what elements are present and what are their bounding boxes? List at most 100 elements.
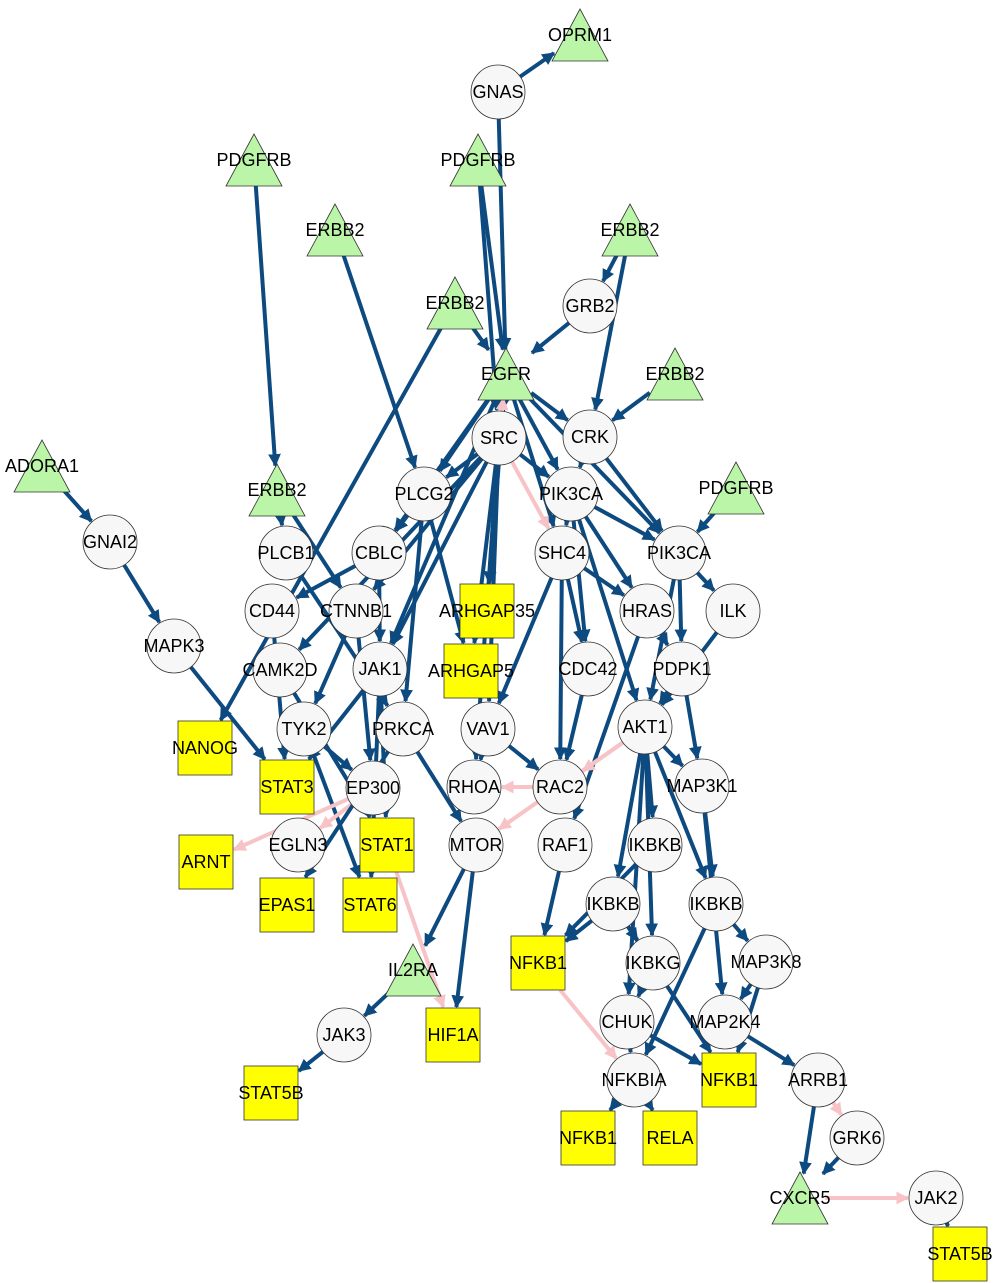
triangle-shape — [477, 347, 535, 401]
node-label: CDC42 — [558, 659, 617, 679]
edge-ep300-to-egln3 — [319, 802, 353, 830]
edge-grk6-to-cxcr5 — [821, 1156, 840, 1176]
node-map3k1: MAP3K1 — [666, 758, 738, 814]
node-label: NFKB1 — [559, 1128, 617, 1148]
edge-akt1-to-rac2 — [581, 740, 625, 773]
node-adora1: ADORA1 — [5, 439, 79, 493]
triangle-shape — [449, 133, 507, 187]
node-label: CTNNB1 — [320, 601, 392, 621]
node-label: CBLC — [355, 543, 403, 563]
node-label: STAT5B — [927, 1244, 992, 1264]
node-ikbkb_c: IKBKB — [688, 876, 744, 932]
node-label: AKT1 — [622, 717, 667, 737]
edge-ikbkg-to-chuk — [636, 983, 649, 998]
node-label: OPRM1 — [548, 25, 612, 45]
node-il2ra: IL2RA — [384, 943, 442, 997]
node-nfkb1_c: NFKB1 — [559, 1110, 617, 1166]
edge-vav1-to-rhoa — [477, 747, 490, 762]
edge-vav1-to-rac2 — [507, 744, 540, 771]
node-ikbkb_a: IKBKB — [627, 817, 683, 873]
circle-shape — [276, 701, 332, 757]
triangle-shape — [646, 347, 704, 401]
edge-cblc-to-cd44 — [295, 564, 357, 600]
circle-shape — [252, 642, 308, 698]
node-label: CRK — [571, 427, 609, 447]
edge-shc4-to-vav1 — [497, 577, 554, 705]
edge-erbb2_d-to-crk — [611, 391, 651, 422]
node-label: SHC4 — [538, 543, 586, 563]
node-label: SRC — [480, 428, 518, 448]
node-ep300: EP300 — [345, 760, 401, 816]
node-label: TYK2 — [281, 719, 326, 739]
node-label: IKBKB — [586, 894, 639, 914]
edge-nfkb1_a-to-nfkbia — [558, 988, 618, 1060]
square-shape — [443, 643, 499, 699]
edge-pdgfrb_left-to-erbb2_e — [253, 183, 281, 467]
node-label: NFKB1 — [509, 953, 567, 973]
square-shape — [259, 877, 315, 933]
node-label: NFKB1 — [700, 1070, 758, 1090]
node-pik3ca_b: PIK3CA — [647, 525, 711, 581]
edge-grb2-to-egfr — [530, 321, 571, 355]
node-label: RAC2 — [536, 777, 584, 797]
node-gnas: GNAS — [470, 64, 526, 120]
node-label: MAP3K8 — [730, 952, 801, 972]
node-label: JAK2 — [914, 1188, 957, 1208]
circle-shape — [470, 64, 526, 120]
circle-shape — [829, 1110, 885, 1166]
circle-shape — [448, 817, 504, 873]
node-label: PDGFRB — [216, 150, 291, 170]
node-label: RHOA — [448, 777, 500, 797]
triangle-shape — [248, 463, 306, 517]
edge-plcg2-to-arhgap5 — [428, 519, 467, 645]
node-gnai2: GNAI2 — [82, 514, 138, 570]
circle-shape — [654, 641, 710, 697]
node-rac2: RAC2 — [532, 759, 588, 815]
edge-erbb2_b-to-egfr — [470, 325, 491, 351]
node-label: GRK6 — [832, 1128, 881, 1148]
node-stat3: STAT3 — [259, 759, 315, 815]
circle-shape — [316, 1007, 372, 1063]
circle-shape — [351, 525, 407, 581]
circle-shape — [705, 583, 761, 639]
circle-shape — [352, 641, 408, 697]
node-label: STAT5B — [238, 1083, 303, 1103]
node-label: GRB2 — [565, 296, 614, 316]
square-shape — [259, 759, 315, 815]
node-label: RAF1 — [542, 835, 588, 855]
edge-arrb1-to-cxcr5 — [799, 1106, 816, 1175]
node-label: CAMK2D — [242, 660, 317, 680]
node-label: MAP2K4 — [689, 1012, 760, 1032]
edge-erbb2_c-to-crk — [591, 253, 628, 411]
node-stat6: STAT6 — [342, 877, 398, 933]
node-label: MAPK3 — [143, 636, 204, 656]
node-label: CXCR5 — [769, 1188, 830, 1208]
node-label: NANOG — [172, 738, 238, 758]
edge-hras-to-pdpk1 — [656, 631, 670, 647]
node-label: CHUK — [601, 1012, 652, 1032]
node-label: PDPK1 — [652, 659, 711, 679]
triangle-shape — [13, 439, 71, 493]
edge-jak3-to-stat5b_a — [297, 1050, 325, 1073]
node-erbb2_e: ERBB2 — [247, 463, 307, 517]
edge-akt1-to-ikbkb_b — [613, 753, 643, 878]
node-cd44: CD44 — [244, 583, 300, 639]
node-label: ARHGAP5 — [428, 661, 514, 681]
edge-raf1-to-nfkb1_a — [540, 870, 561, 937]
circle-shape — [270, 817, 326, 873]
node-arnt: ARNT — [178, 834, 234, 890]
edge-pdgfrb_center-to-egfr — [479, 183, 508, 351]
node-tyk2: TYK2 — [276, 701, 332, 757]
node-label: ARRB1 — [788, 1070, 848, 1090]
circle-shape — [258, 525, 314, 581]
node-label: IKBKB — [689, 894, 742, 914]
node-label: EPAS1 — [259, 895, 316, 915]
node-erbb2_c: ERBB2 — [600, 203, 660, 257]
node-label: ERBB2 — [305, 220, 364, 240]
node-jak2: JAK2 — [908, 1170, 964, 1226]
node-label: HIF1A — [427, 1025, 478, 1045]
triangle-shape — [306, 203, 364, 257]
node-akt1: AKT1 — [617, 699, 673, 755]
node-label: EGLN3 — [268, 835, 327, 855]
edge-src-to-egfr — [495, 397, 509, 412]
